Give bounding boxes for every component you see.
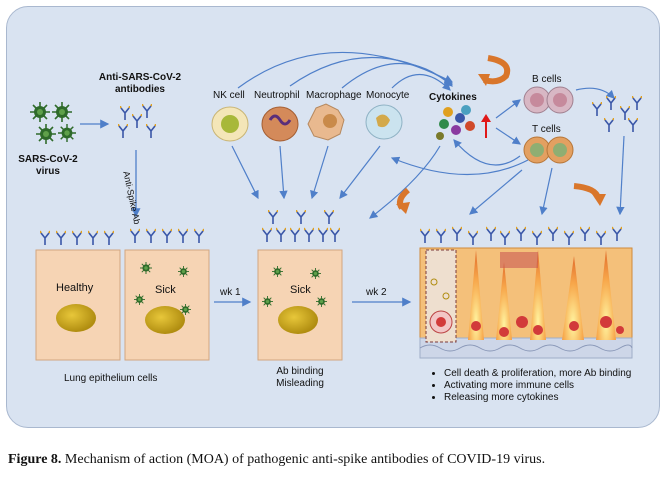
sick-label-2: Sick xyxy=(290,284,311,296)
t-cells xyxy=(523,136,574,164)
damaged-tissue xyxy=(419,247,633,359)
middle-cell-antibodies xyxy=(262,210,340,244)
orange-cycle-arrows xyxy=(397,55,601,210)
effects-list: Cell death & proliferation, more Ab bind… xyxy=(430,368,654,404)
effect-note-3: Releasing more cytokines xyxy=(444,392,654,404)
healthy-label: Healthy xyxy=(56,282,94,294)
free-antibodies xyxy=(118,104,156,138)
effect-note-2: Activating more immune cells xyxy=(444,380,654,392)
arrows-right-side xyxy=(369,135,625,219)
lung-epithelium-label: Lung epithelium cells xyxy=(64,373,158,384)
antibodies-label: Anti-SARS-CoV-2 antibodies xyxy=(98,72,182,95)
sick-label-1: Sick xyxy=(155,284,176,296)
virus-cluster xyxy=(30,102,76,144)
virus-label: SARS-CoV-2 virus xyxy=(18,154,78,177)
b-cells xyxy=(523,86,574,114)
macrophage xyxy=(307,103,345,141)
ab-binding-label: Ab binding Misleading xyxy=(276,366,324,389)
cytokine-cluster xyxy=(436,105,475,140)
nk-cell-label: NK cell xyxy=(213,90,245,101)
figure-caption-text: Mechanism of action (MOA) of pathogenic … xyxy=(61,452,546,467)
sick-cell-2 xyxy=(257,249,343,361)
figure-caption: Figure 8. Mechanism of action (MOA) of p… xyxy=(8,452,658,468)
figure-caption-label: Figure 8. xyxy=(8,452,62,467)
neutrophil-label: Neutrophil xyxy=(254,90,300,101)
wk2-label: wk 2 xyxy=(366,287,387,298)
t-cells-label: T cells xyxy=(532,124,561,135)
curved-arrows-top xyxy=(237,51,454,91)
macrophage-label: Macrophage xyxy=(306,90,362,101)
nk-cell xyxy=(211,106,249,142)
wk1-label: wk 1 xyxy=(220,287,241,298)
b-cells-label: B cells xyxy=(532,74,562,85)
epithelium-antibodies xyxy=(40,228,204,246)
b-cell-antibodies xyxy=(592,96,642,132)
sick-cell-1 xyxy=(124,249,210,361)
healthy-cell xyxy=(35,249,121,361)
arrows-immune-to-cell xyxy=(231,145,381,200)
cytokines-label: Cytokines xyxy=(429,92,477,103)
monocyte xyxy=(365,104,403,140)
monocyte-label: Monocyte xyxy=(366,90,410,101)
tissue-antibodies xyxy=(420,226,622,246)
effect-note-1: Cell death & proliferation, more Ab bind… xyxy=(444,368,654,380)
neutrophil xyxy=(261,106,299,142)
